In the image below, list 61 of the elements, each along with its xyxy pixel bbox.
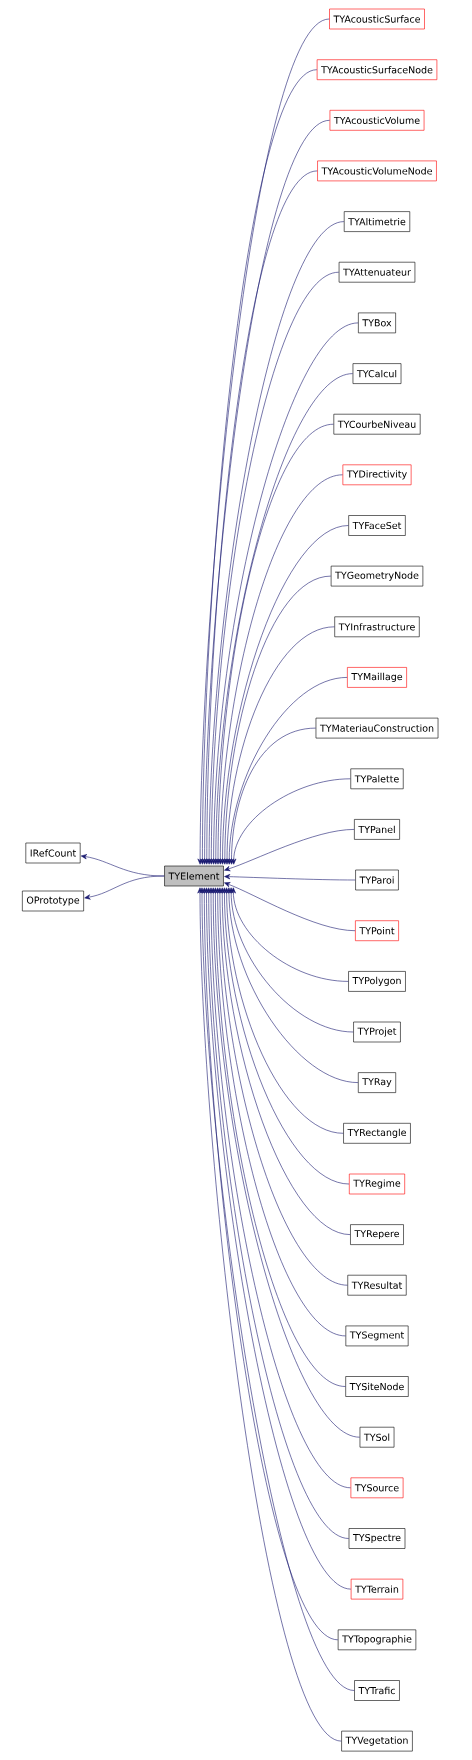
- arrow: [84, 875, 165, 900]
- class-box: TYCalcul: [352, 363, 402, 384]
- arrow: [199, 69, 318, 865]
- arrow: [226, 677, 348, 865]
- class-box: TYSiteNode: [345, 1376, 409, 1397]
- arrow: [222, 575, 332, 865]
- class-box: TYPoint: [355, 920, 399, 941]
- class-box: TYSegment: [345, 1325, 409, 1347]
- class-box: TYTopographie: [337, 1629, 417, 1651]
- arrow: [230, 887, 349, 982]
- class-box: TYTerrain: [350, 1578, 404, 1600]
- arrow: [224, 829, 355, 872]
- arrow: [217, 474, 343, 865]
- class-box: TYTrafic: [354, 1680, 400, 1701]
- class-box: TYBox: [358, 312, 396, 334]
- class-box: TYRay: [357, 1072, 397, 1093]
- class-box: IRefCount: [25, 842, 81, 864]
- class-box: TYCourbeNiveau: [333, 413, 421, 435]
- class-box: TYMaillage: [347, 667, 407, 688]
- class-box: TYInfrastructure: [334, 616, 420, 638]
- class-box: TYAcousticVolumeNode: [317, 160, 437, 182]
- arrow: [224, 874, 356, 881]
- arrow: [226, 887, 359, 1083]
- arrow: [231, 778, 351, 865]
- arrow: [219, 525, 349, 865]
- arrow: [219, 887, 351, 1235]
- class-box: TYGeometryNode: [330, 565, 424, 587]
- arrow: [224, 626, 335, 865]
- class-box: TYDirectivity: [342, 464, 412, 486]
- class-box: TYAcousticVolume: [329, 110, 425, 131]
- arrow: [221, 887, 350, 1185]
- arrow: [204, 170, 318, 865]
- class-box: TYRegime: [349, 1173, 405, 1195]
- class-box: TYVegetation: [341, 1730, 413, 1752]
- class-box: TYProjet: [353, 1021, 401, 1043]
- class-box: TYPanel: [354, 819, 400, 840]
- class-box: TYAltimetrie: [343, 211, 411, 232]
- class-box: TYSol: [359, 1426, 395, 1448]
- arrow: [201, 887, 339, 1641]
- arrow: [228, 727, 316, 865]
- class-box: TYAttenuateur: [338, 261, 416, 283]
- class-box: TYPalette: [350, 768, 404, 790]
- class-box: TYFaceSet: [348, 515, 406, 536]
- class-box: TYPolygon: [348, 971, 406, 992]
- class-box: TYElement: [164, 865, 224, 887]
- class-box: TYParoi: [355, 869, 399, 891]
- class-box: TYAcousticSurface: [329, 8, 425, 30]
- class-box: OPrototype: [22, 890, 84, 912]
- arrow: [202, 120, 330, 865]
- class-box: TYSpectre: [348, 1528, 406, 1549]
- class-box: TYAcousticSurfaceNode: [316, 59, 438, 80]
- class-box: TYRectangle: [343, 1123, 411, 1144]
- class-box: TYMateriauConstruction: [315, 717, 439, 739]
- class-box: TYResultat: [347, 1274, 407, 1296]
- arrow: [224, 882, 356, 931]
- arrow: [224, 887, 344, 1134]
- class-box: TYRepere: [350, 1224, 404, 1245]
- arrow: [228, 887, 354, 1033]
- arrow: [215, 423, 334, 865]
- arrow: [197, 18, 330, 865]
- class-box: TYSource: [350, 1477, 404, 1499]
